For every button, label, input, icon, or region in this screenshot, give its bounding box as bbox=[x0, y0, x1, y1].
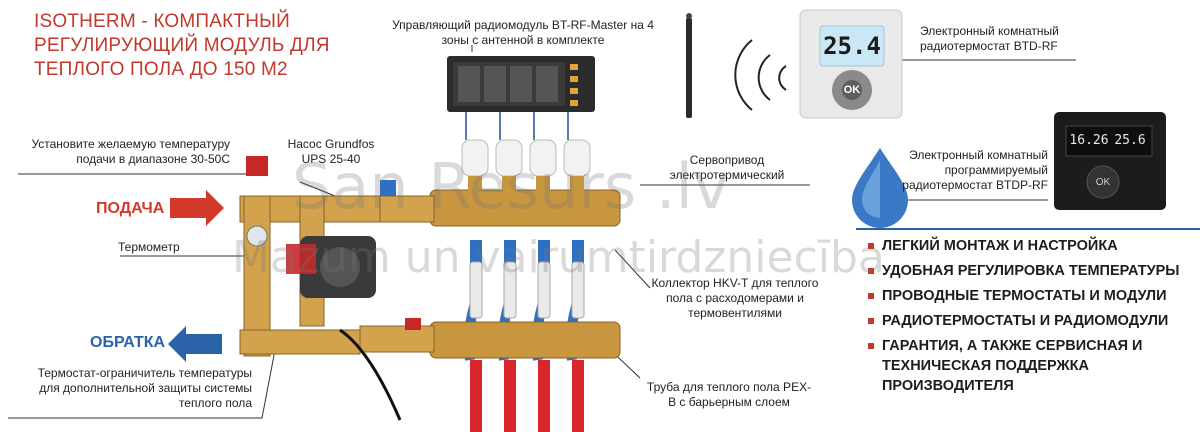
limiter-label: Термостат-ограничитель температуры для д… bbox=[37, 366, 252, 410]
water-drop-icon bbox=[852, 148, 908, 228]
page-title: ISOTHERM - КОМПАКТНЫЙ РЕГУЛИРУЮЩИЙ МОДУЛ… bbox=[34, 11, 330, 80]
feature-item: ГАРАНТИЯ, А ТАКЖЕ СЕРВИСНАЯ И ТЕХНИЧЕСКА… bbox=[862, 336, 1192, 396]
btdp-display-right: 25.6 bbox=[1114, 133, 1146, 148]
mixing-module bbox=[239, 156, 421, 421]
btd-rf-label: Электронный комнатный радиотермостат BTD… bbox=[920, 24, 1059, 53]
pump-label: Насос Grundfos UPS 25-40 bbox=[287, 137, 375, 166]
btd-ok-button[interactable]: OK bbox=[843, 84, 861, 96]
supply-arrow bbox=[170, 190, 224, 226]
feature-item: РАДИОТЕРМОСТАТЫ И РАДИОМОДУЛИ bbox=[862, 311, 1192, 331]
leader-limiter bbox=[8, 349, 276, 419]
return-arrow bbox=[168, 326, 222, 362]
btdp-display-left: 16.26 bbox=[1069, 133, 1109, 148]
radiomodule-label: Управляющий радиомодуль BT-RF-Master на … bbox=[392, 18, 654, 47]
btd-rf-thermostat bbox=[799, 9, 903, 119]
antenna bbox=[686, 13, 692, 118]
feature-item: ЛЕГКИЙ МОНТАЖ И НАСТРОЙКА bbox=[862, 236, 1192, 256]
btd-display: 25.4 bbox=[823, 32, 881, 60]
return-manifold bbox=[359, 261, 621, 359]
btdp-rf-thermostat bbox=[1054, 112, 1166, 210]
bullet-icon bbox=[868, 343, 874, 349]
supply-label: ПОДАЧА bbox=[96, 200, 165, 217]
set-temperature-label: Установите желаемую температуру подачи в… bbox=[31, 137, 230, 166]
radiomodule-device bbox=[447, 56, 595, 140]
btdp-rf-label: Электронный комнатный программируемый ра… bbox=[902, 148, 1048, 192]
leader-collector bbox=[614, 249, 651, 289]
servo-label: Сервопривод электротермический bbox=[669, 153, 785, 182]
collector-label: Коллектор HKV-T для теплого пола с расхо… bbox=[651, 276, 819, 320]
bullet-icon bbox=[868, 318, 874, 324]
features-divider bbox=[856, 228, 1200, 230]
thermometer-label: Термометр bbox=[118, 240, 180, 254]
features-list: ЛЕГКИЙ МОНТАЖ И НАСТРОЙКА УДОБНАЯ РЕГУЛИ… bbox=[862, 236, 1192, 401]
btdp-ok-button[interactable]: OK bbox=[1095, 177, 1111, 188]
feature-item: ПРОВОДНЫЕ ТЕРМОСТАТЫ И МОДУЛИ bbox=[862, 286, 1192, 306]
radio-waves bbox=[734, 39, 787, 111]
pipe-label: Труба для теплого пола PEX-B с барьерным… bbox=[646, 380, 812, 409]
feature-item: УДОБНАЯ РЕГУЛИРОВКА ТЕМПЕРАТУРЫ bbox=[862, 261, 1192, 281]
bullet-icon bbox=[868, 243, 874, 249]
return-label: ОБРАТКА bbox=[90, 334, 166, 351]
leader-lines bbox=[8, 45, 1076, 419]
bullet-icon bbox=[868, 293, 874, 299]
supply-manifold bbox=[377, 139, 621, 227]
bullet-icon bbox=[868, 268, 874, 274]
